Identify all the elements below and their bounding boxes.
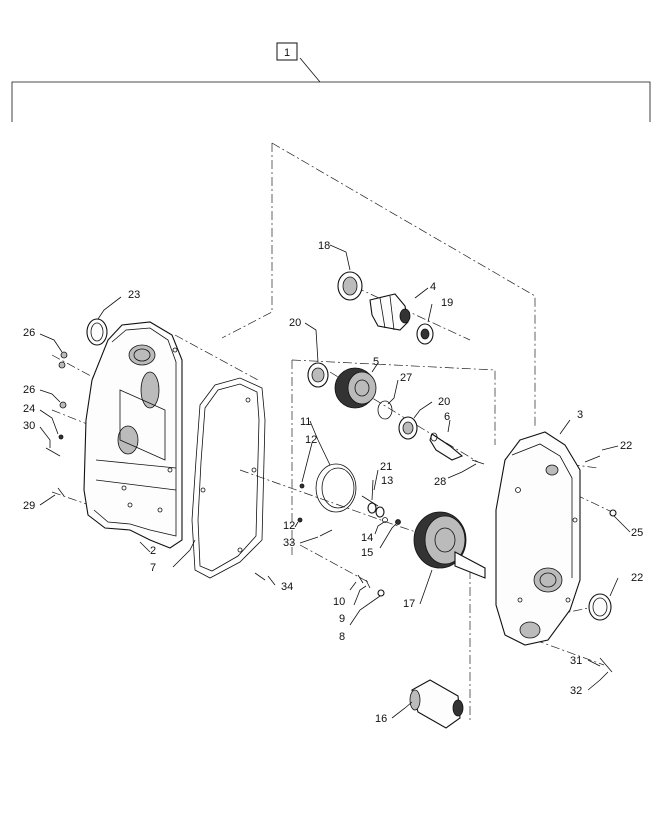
assembly-item-box[interactable]: 1 [276, 42, 298, 61]
bearing-18 [337, 271, 363, 301]
transmission-cover [495, 431, 581, 646]
bolt-33 [319, 529, 333, 537]
assembly-item-number: 1 [284, 47, 290, 59]
callout-34[interactable]: 34 [281, 581, 293, 593]
pin-28 [471, 459, 485, 465]
bearing-20-lower [398, 416, 418, 440]
seal-22 [588, 593, 612, 621]
o-ring-15 [395, 519, 401, 525]
seal-ring-23 [86, 318, 108, 346]
callout-32[interactable]: 32 [570, 685, 582, 697]
bolt-22-cover [584, 455, 601, 463]
plug-24 [58, 434, 64, 440]
callout-25[interactable]: 25 [631, 527, 643, 539]
washer-26 [58, 361, 66, 369]
callout-29[interactable]: 29 [23, 500, 35, 512]
callout-21[interactable]: 21 [380, 461, 392, 473]
callout-3[interactable]: 3 [577, 409, 583, 421]
callout-10[interactable]: 10 [333, 596, 345, 608]
pin-10 [357, 574, 364, 584]
housing-gasket [191, 377, 266, 579]
leader-lines [39, 244, 631, 719]
callout-27[interactable]: 27 [400, 372, 412, 384]
callout-14[interactable]: 14 [361, 532, 373, 544]
plug-8 [377, 589, 385, 597]
callout-12-lower[interactable]: 12 [283, 520, 295, 532]
callout-22-upper[interactable]: 22 [620, 440, 632, 452]
callout-13[interactable]: 13 [381, 475, 393, 487]
bolt-26-upper [60, 351, 68, 359]
callout-26-upper[interactable]: 26 [23, 327, 35, 339]
callout-8[interactable]: 8 [339, 631, 345, 643]
assembly-bracket [11, 57, 651, 122]
callout-31[interactable]: 31 [570, 655, 582, 667]
callout-4[interactable]: 4 [430, 281, 436, 293]
dowel-29 [57, 487, 65, 497]
callout-17[interactable]: 17 [403, 598, 415, 610]
plug-25 [609, 509, 617, 517]
bolt-30 [45, 447, 61, 457]
callout-18[interactable]: 18 [318, 240, 330, 252]
pinion-shaft-4 [369, 293, 411, 331]
snap-ring-27 [377, 400, 393, 420]
pin-9 [365, 579, 371, 589]
callout-12-upper[interactable]: 12 [305, 434, 317, 446]
bearing-19 [416, 323, 434, 345]
callout-15[interactable]: 15 [361, 547, 373, 559]
callout-6[interactable]: 6 [444, 411, 450, 423]
callout-23[interactable]: 23 [128, 289, 140, 301]
plug-12-upper [299, 483, 305, 489]
main-housing [83, 321, 183, 549]
bearing-20-upper [307, 362, 329, 388]
callout-33[interactable]: 33 [283, 537, 295, 549]
gear-5 [334, 367, 377, 409]
bolt-26-lower [59, 401, 67, 409]
bolt-31-32 [599, 657, 613, 673]
callout-20-upper[interactable]: 20 [289, 317, 301, 329]
callout-20-lower[interactable]: 20 [438, 396, 450, 408]
callout-22-lower[interactable]: 22 [631, 572, 643, 584]
callout-5[interactable]: 5 [373, 356, 379, 368]
callout-2[interactable]: 2 [150, 545, 156, 557]
callout-9[interactable]: 9 [339, 613, 345, 625]
plug-12-lower [297, 517, 303, 523]
callout-labels: 2 3 4 5 6 7 8 9 10 11 12 12 13 14 15 16 … [23, 240, 643, 725]
callout-28[interactable]: 28 [434, 476, 446, 488]
callout-24[interactable]: 24 [23, 403, 35, 415]
pin-34 [254, 572, 266, 581]
pin-6 [429, 432, 464, 461]
o-ring-14 [382, 517, 388, 523]
callout-26-lower[interactable]: 26 [23, 384, 35, 396]
callout-30[interactable]: 30 [23, 420, 35, 432]
callout-19[interactable]: 19 [441, 297, 453, 309]
gear-shaft-17 [413, 511, 486, 579]
sensor-16 [409, 679, 464, 729]
callout-7[interactable]: 7 [150, 562, 156, 574]
callout-16[interactable]: 16 [375, 713, 387, 725]
fitting-13 [367, 502, 385, 518]
callout-11[interactable]: 11 [300, 416, 311, 428]
snap-ring-11 [315, 463, 357, 513]
